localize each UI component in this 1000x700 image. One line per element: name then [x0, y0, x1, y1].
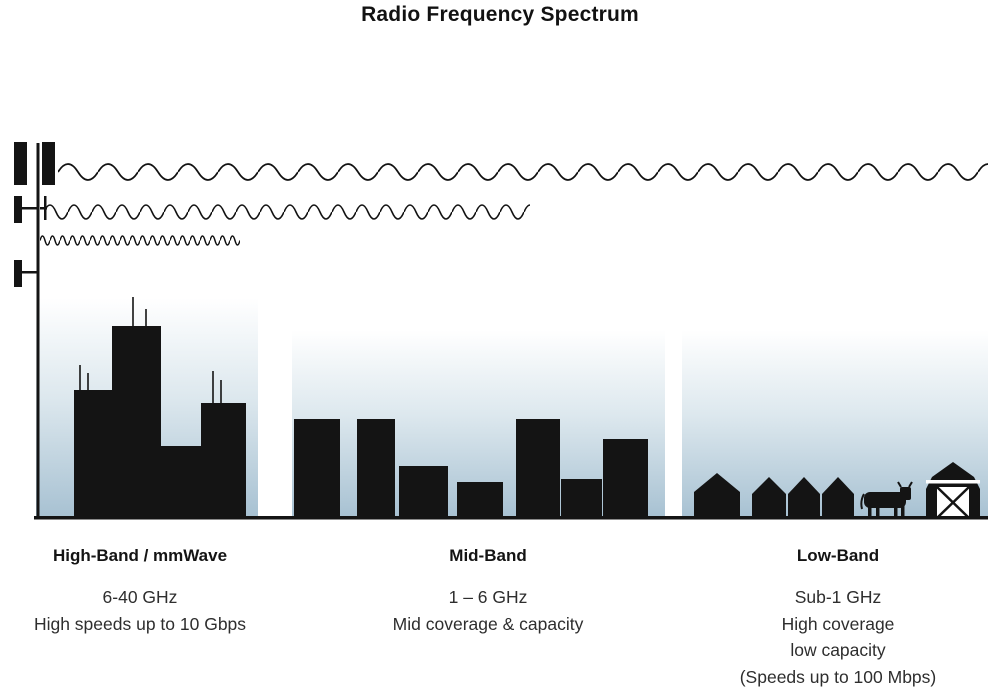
- band-description: Mid coverage & capacity: [392, 613, 584, 634]
- house-icon: [694, 473, 740, 518]
- band-description: High speeds up to 10 Gbps: [33, 613, 247, 634]
- building: [294, 419, 340, 518]
- band-frequency: Sub-1 GHz: [794, 587, 882, 607]
- building: [457, 482, 503, 518]
- spectrum-illustration: [14, 142, 988, 520]
- barn-icon: [926, 462, 980, 519]
- skyline-high-band: [74, 297, 246, 518]
- diagram-title: Radio Frequency Spectrum: [361, 3, 639, 26]
- wave-low-band: [58, 161, 988, 183]
- band-frequency: 6-40 GHz: [102, 587, 178, 607]
- house-icon: [822, 477, 854, 518]
- building: [561, 479, 602, 518]
- wave-mid-band: [44, 203, 530, 221]
- skyscraper: [74, 390, 112, 518]
- building: [516, 419, 560, 518]
- band-name: High-Band / mmWave: [52, 546, 228, 565]
- skyscraper: [161, 446, 201, 518]
- rural-scene-low-band: [694, 462, 980, 519]
- band-frequency: 1 – 6 GHz: [448, 587, 528, 607]
- band-description: (Speeds up to 100 Mbps): [739, 666, 937, 687]
- band-name: Mid-Band: [449, 546, 527, 565]
- building: [357, 419, 395, 518]
- building: [603, 439, 648, 518]
- ground-baseline: [34, 516, 988, 520]
- band-description: High coverage: [781, 613, 895, 634]
- band-label-mid: Mid-Band 1 – 6 GHz Mid coverage & capaci…: [348, 546, 628, 637]
- wave-high-band: [40, 234, 240, 247]
- skyscraper: [201, 403, 246, 518]
- house-icon: [752, 477, 786, 518]
- band-description: low capacity: [790, 640, 886, 660]
- cell-tower-icon: [14, 142, 55, 517]
- building: [399, 466, 448, 518]
- band-label-low: Low-Band Sub-1 GHz High coverage low cap…: [698, 546, 978, 690]
- cow-icon: [860, 481, 913, 518]
- band-name: Low-Band: [796, 546, 880, 565]
- band-label-high: High-Band / mmWave 6-40 GHz High speeds …: [20, 546, 260, 637]
- skyline-mid-band: [294, 419, 648, 518]
- house-icon: [788, 477, 820, 518]
- rooftop-antenna-lines: [79, 297, 222, 404]
- skyscraper: [112, 326, 161, 518]
